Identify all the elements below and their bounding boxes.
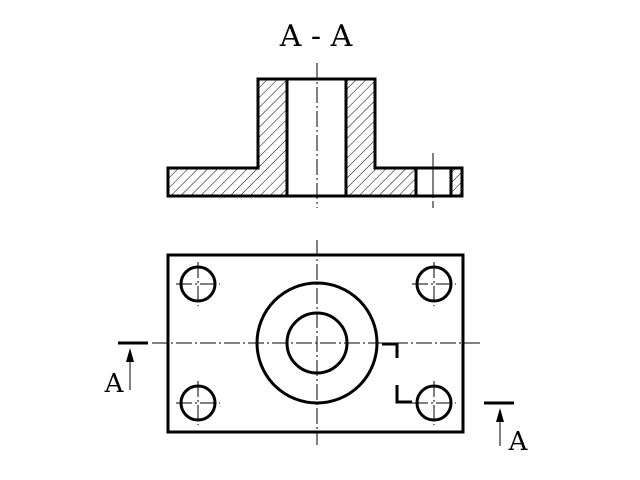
view-arrow-left-head xyxy=(126,348,134,362)
section-title: A - A xyxy=(279,19,353,54)
cut-label-left: A xyxy=(104,369,125,399)
plan-view xyxy=(152,240,480,445)
section-right-edge xyxy=(449,166,464,198)
cutting-plane-bend-upper xyxy=(382,342,399,358)
cutting-plane-right: A xyxy=(484,401,529,457)
cutting-plane-left: A xyxy=(104,341,148,399)
section-view xyxy=(166,63,464,208)
cutting-plane-bend-lower xyxy=(395,385,412,404)
view-arrow-right-head xyxy=(496,408,504,422)
section-left-wall xyxy=(166,77,289,198)
section-right-wall xyxy=(344,77,418,198)
cut-label-right: A xyxy=(508,427,529,457)
